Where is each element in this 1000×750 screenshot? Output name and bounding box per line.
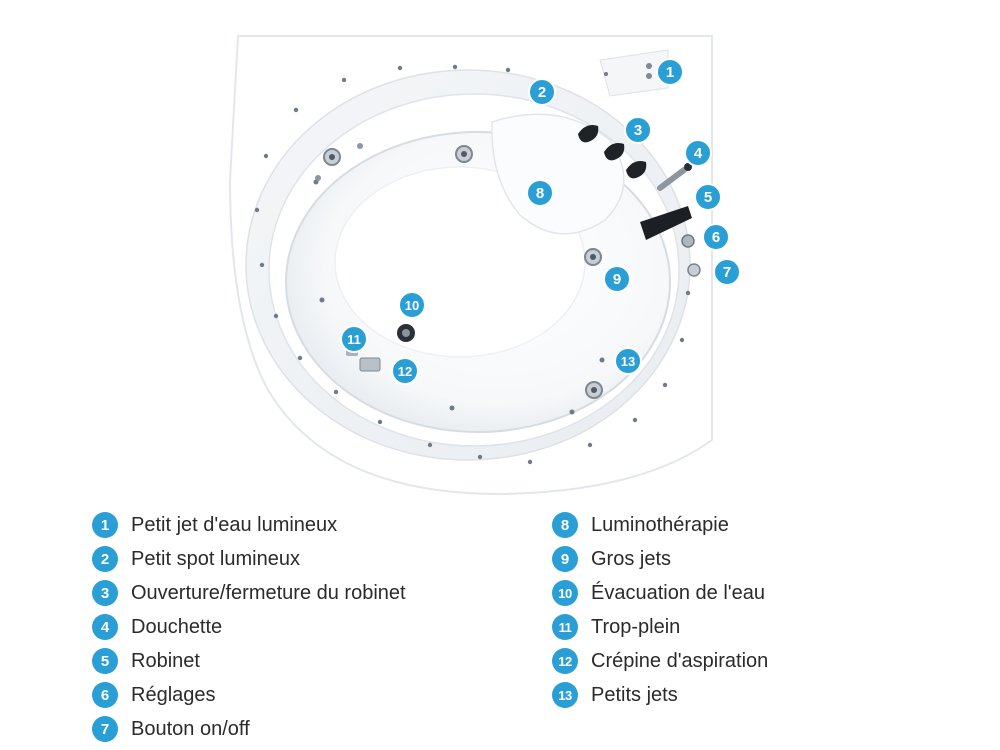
marker-number: 3	[634, 122, 642, 139]
marker-6: 6	[702, 223, 730, 251]
legend-badge-icon: 10	[552, 580, 578, 606]
legend-badge-icon: 7	[92, 716, 118, 742]
marker-4: 4	[684, 139, 712, 167]
legend-item-8: 8 Luminothérapie	[552, 508, 768, 542]
legend-label: Luminothérapie	[591, 513, 729, 536]
marker-number: 12	[398, 364, 412, 379]
hand-shower	[657, 163, 692, 191]
small-jets	[254, 64, 691, 465]
marker-badge-icon	[526, 179, 554, 207]
marker-number: 1	[666, 64, 674, 81]
legend-item-2: 2 Petit spot lumineux	[92, 542, 406, 576]
legend-label: Petit spot lumineux	[131, 547, 300, 570]
legend-label: Évacuation de l'eau	[591, 581, 765, 604]
legend-badge-icon: 9	[552, 546, 578, 572]
legend-label: Robinet	[131, 649, 200, 672]
legend-badge-icon: 2	[92, 546, 118, 572]
legend-badge-icon: 1	[92, 512, 118, 538]
marker-11: 11	[340, 325, 368, 353]
legend-label: Gros jets	[591, 547, 672, 570]
legend-label: Douchette	[131, 615, 223, 638]
marker-12: 12	[391, 357, 419, 385]
marker-number: 7	[723, 264, 731, 281]
legend-item-5: 5 Robinet	[92, 644, 406, 678]
marker-badge-icon	[684, 139, 712, 167]
marker-5: 5	[694, 183, 722, 211]
legend-right-column: 8 Luminothérapie 9 Gros jets 10 Évacuation de…	[552, 508, 768, 712]
legend-item-4: 4 Douchette	[92, 610, 406, 644]
marker-badge-icon	[614, 347, 642, 375]
legend-item-11: 11 Trop-plein	[552, 610, 768, 644]
marker-8: 8	[526, 179, 554, 207]
marker-badge-icon	[624, 116, 652, 144]
legend-badge-icon: 13	[552, 682, 578, 708]
marker-badge-icon	[391, 357, 419, 385]
legend-badge-icon: 12	[552, 648, 578, 674]
legend-item-7: 7 Bouton on/off	[92, 712, 406, 746]
legend-badge-icon: 11	[552, 614, 578, 640]
suction-strainer	[359, 357, 381, 372]
legend-badge-icon: 5	[92, 648, 118, 674]
tub-deck	[599, 49, 669, 97]
marker-number: 10	[405, 298, 419, 313]
marker-badge-icon	[528, 78, 556, 106]
marker-badge-icon	[603, 265, 631, 293]
legend-item-10: 10 Évacuation de l'eau	[552, 576, 768, 610]
marker-badge-icon	[398, 291, 426, 319]
legend-label: Crépine d'aspiration	[591, 649, 769, 672]
marker-badge-icon	[340, 325, 368, 353]
marker-number: 5	[704, 189, 712, 206]
marker-badge-icon	[694, 183, 722, 211]
legend-item-3: 3 Ouverture/fermeture du robinet	[92, 576, 406, 610]
legend-label: Bouton on/off	[131, 717, 250, 740]
legend-item-9: 9 Gros jets	[552, 542, 768, 576]
legend-badge-icon: 8	[552, 512, 578, 538]
faucet-knobs	[578, 125, 647, 179]
faucet-spout	[640, 206, 692, 240]
marker-7: 7	[713, 258, 741, 286]
marker-3: 3	[624, 116, 652, 144]
legend-label: Ouverture/fermeture du robinet	[131, 581, 406, 604]
marker-number: 4	[694, 145, 703, 162]
marker-badge-icon	[713, 258, 741, 286]
legend-label: Petit jet d'eau lumineux	[131, 513, 338, 536]
legend-label: Trop-plein	[591, 615, 681, 638]
legend-badge-icon: 4	[92, 614, 118, 640]
settings-knob	[681, 234, 695, 248]
legend-label: Petits jets	[591, 683, 678, 706]
legend-badge-icon: 3	[92, 580, 118, 606]
legend-item-12: 12 Crépine d'aspiration	[552, 644, 768, 678]
marker-number: 9	[613, 271, 621, 288]
marker-9: 9	[603, 265, 631, 293]
on-off-button	[687, 263, 701, 277]
marker-number: 8	[536, 185, 544, 202]
marker-10: 10	[398, 291, 426, 319]
marker-number: 6	[712, 229, 720, 246]
marker-2: 2	[528, 78, 556, 106]
legend-badge-icon: 6	[92, 682, 118, 708]
legend-item-13: 13 Petits jets	[552, 678, 768, 712]
large-jets	[315, 143, 603, 399]
marker-number: 2	[538, 84, 546, 101]
marker-number: 13	[621, 354, 635, 369]
tub-seat	[491, 113, 625, 235]
legend-left-column: 1 Petit jet d'eau lumineux 2 Petit spot lum…	[92, 508, 406, 746]
marker-number: 11	[347, 332, 361, 347]
legend-label: Réglages	[131, 683, 216, 706]
marker-badge-icon	[702, 223, 730, 251]
marker-1: 1	[656, 58, 684, 86]
legend-item-1: 1 Petit jet d'eau lumineux	[92, 508, 406, 542]
legend-item-6: 6 Réglages	[92, 678, 406, 712]
marker-13: 13	[614, 347, 642, 375]
marker-badge-icon	[656, 58, 684, 86]
